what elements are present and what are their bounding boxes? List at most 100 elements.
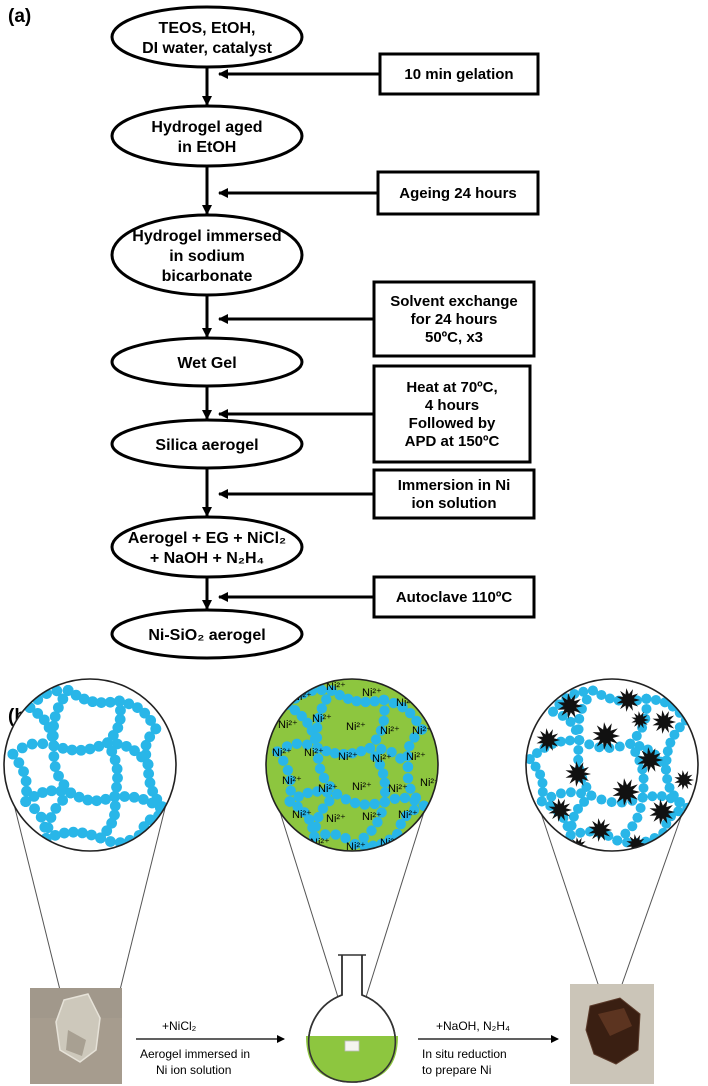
silica-bead <box>109 754 121 766</box>
flow-step-7: Ni-SiO₂ aerogel <box>110 608 304 660</box>
ni-ion-label: Ni²⁺ <box>326 681 346 693</box>
silica-bead <box>140 739 152 751</box>
condition-box-shape <box>378 52 540 96</box>
silica-bead <box>400 810 412 822</box>
silica-bead <box>594 742 605 753</box>
ni-ion-label: Ni²⁺ <box>362 687 382 699</box>
silica-bead <box>358 840 370 851</box>
condition-4-line-2: 4 hours <box>425 397 479 414</box>
silica-bead <box>379 777 390 788</box>
ni-ion-label: Ni²⁺ <box>420 777 440 789</box>
silica-bead <box>402 773 414 784</box>
flow-step-2-line-2: in EtOH <box>178 139 237 156</box>
silica-bead <box>366 825 377 836</box>
silica-bead <box>573 803 584 814</box>
silica-bead <box>50 803 62 814</box>
ni-nanoparticle <box>536 728 560 752</box>
silica-bead <box>351 695 362 707</box>
silica-bead <box>324 795 335 807</box>
silica-bead <box>666 811 677 822</box>
ni-nanoparticle <box>588 818 612 842</box>
silica-bead <box>372 817 383 828</box>
silica-bead <box>313 811 324 823</box>
silica-bead <box>109 809 120 821</box>
silica-bead <box>574 735 585 746</box>
silica-bead <box>620 828 631 839</box>
silica-bead <box>612 835 623 846</box>
silica-bead <box>579 796 590 807</box>
silica-bead <box>604 742 615 753</box>
silica-bead <box>42 822 54 834</box>
silica-bead <box>289 704 301 716</box>
ni-ion-label: Ni²⁺ <box>346 721 366 733</box>
silica-bead <box>111 781 122 793</box>
ni-particle-circle <box>525 678 699 852</box>
ni-ion-label: Ni²⁺ <box>362 811 382 823</box>
silica-bead <box>535 769 546 780</box>
ni-nanoparticle <box>631 711 649 729</box>
silica-bead <box>114 713 126 725</box>
ni-ion-label: Ni²⁺ <box>398 809 418 821</box>
silica-bead <box>378 715 389 727</box>
flow-step-1-line-1: TEOS, EtOH, <box>159 20 256 37</box>
silica-bead <box>57 693 69 705</box>
silica-bead <box>284 796 295 807</box>
silica-bead <box>416 724 428 735</box>
silica-bead <box>326 685 337 696</box>
silica-bead <box>546 791 557 802</box>
ni-nanoparticle <box>557 693 583 719</box>
silica-bead <box>395 819 407 830</box>
condition-5-line-2: ion solution <box>412 495 497 512</box>
silica-bead <box>32 707 44 719</box>
silica-bead <box>70 689 82 701</box>
silica-bead <box>395 753 406 764</box>
arrow-1-caption-line-2: Ni ion solution <box>156 1063 231 1077</box>
silica-bead <box>304 814 315 825</box>
silica-bead <box>84 743 96 755</box>
silica-bead <box>586 790 597 801</box>
silica-bead <box>58 827 70 839</box>
flow-step-1-line-2: DI water, catalyst <box>142 40 273 57</box>
silica-bead <box>48 751 60 762</box>
silica-bead <box>13 757 25 769</box>
condition-3-line-1: Solvent exchange <box>390 293 518 310</box>
silica-bead <box>52 702 64 713</box>
ni-ion-label: Ni²⁺ <box>338 751 358 763</box>
silica-bead <box>604 693 615 704</box>
silica-bead <box>119 791 131 802</box>
silica-bead <box>606 797 617 808</box>
silica-bead <box>574 713 585 724</box>
silica-bead <box>673 806 684 817</box>
condition-1-line-1: 10 min gelation <box>404 66 513 83</box>
silica-bead <box>67 826 79 838</box>
flow-step-6-line-2: + NaOH + N₂H₄ <box>150 550 264 567</box>
arrow-2-caption-line-2: to prepare Ni <box>422 1063 491 1077</box>
silica-aerogel-photo <box>30 988 122 1084</box>
silica-bead <box>146 797 158 809</box>
silica-bead <box>404 707 416 719</box>
flow-step-shape <box>110 608 304 660</box>
silica-bead <box>109 791 121 802</box>
silica-bead <box>665 737 676 748</box>
ni-nanoparticle <box>652 710 676 734</box>
silica-bead <box>554 699 565 710</box>
process-arrow-1: +NiCl₂ Aerogel immersed in Ni ion soluti… <box>136 1019 285 1077</box>
silica-bead <box>647 791 658 802</box>
process-arrow-2: +NaOH, N₂H₄ In situ reduction to prepare… <box>418 1019 559 1077</box>
silica-bead <box>95 832 106 844</box>
ni-ion-label: Ni²⁺ <box>312 713 332 725</box>
condition-4-line-4: APD at 150ºC <box>405 433 500 450</box>
silica-bead <box>301 739 313 750</box>
silica-bead <box>91 795 103 807</box>
silica-bead <box>370 734 382 745</box>
silica-bead <box>138 793 149 805</box>
arrow-1-caption-line-1: Aerogel immersed in <box>140 1047 250 1061</box>
silica-bead <box>635 802 646 813</box>
silica-bead <box>375 725 387 736</box>
silica-bead <box>139 707 151 719</box>
silica-bead <box>143 768 155 780</box>
silica-bead <box>93 740 105 752</box>
panel-a-label: (a) <box>8 6 31 27</box>
